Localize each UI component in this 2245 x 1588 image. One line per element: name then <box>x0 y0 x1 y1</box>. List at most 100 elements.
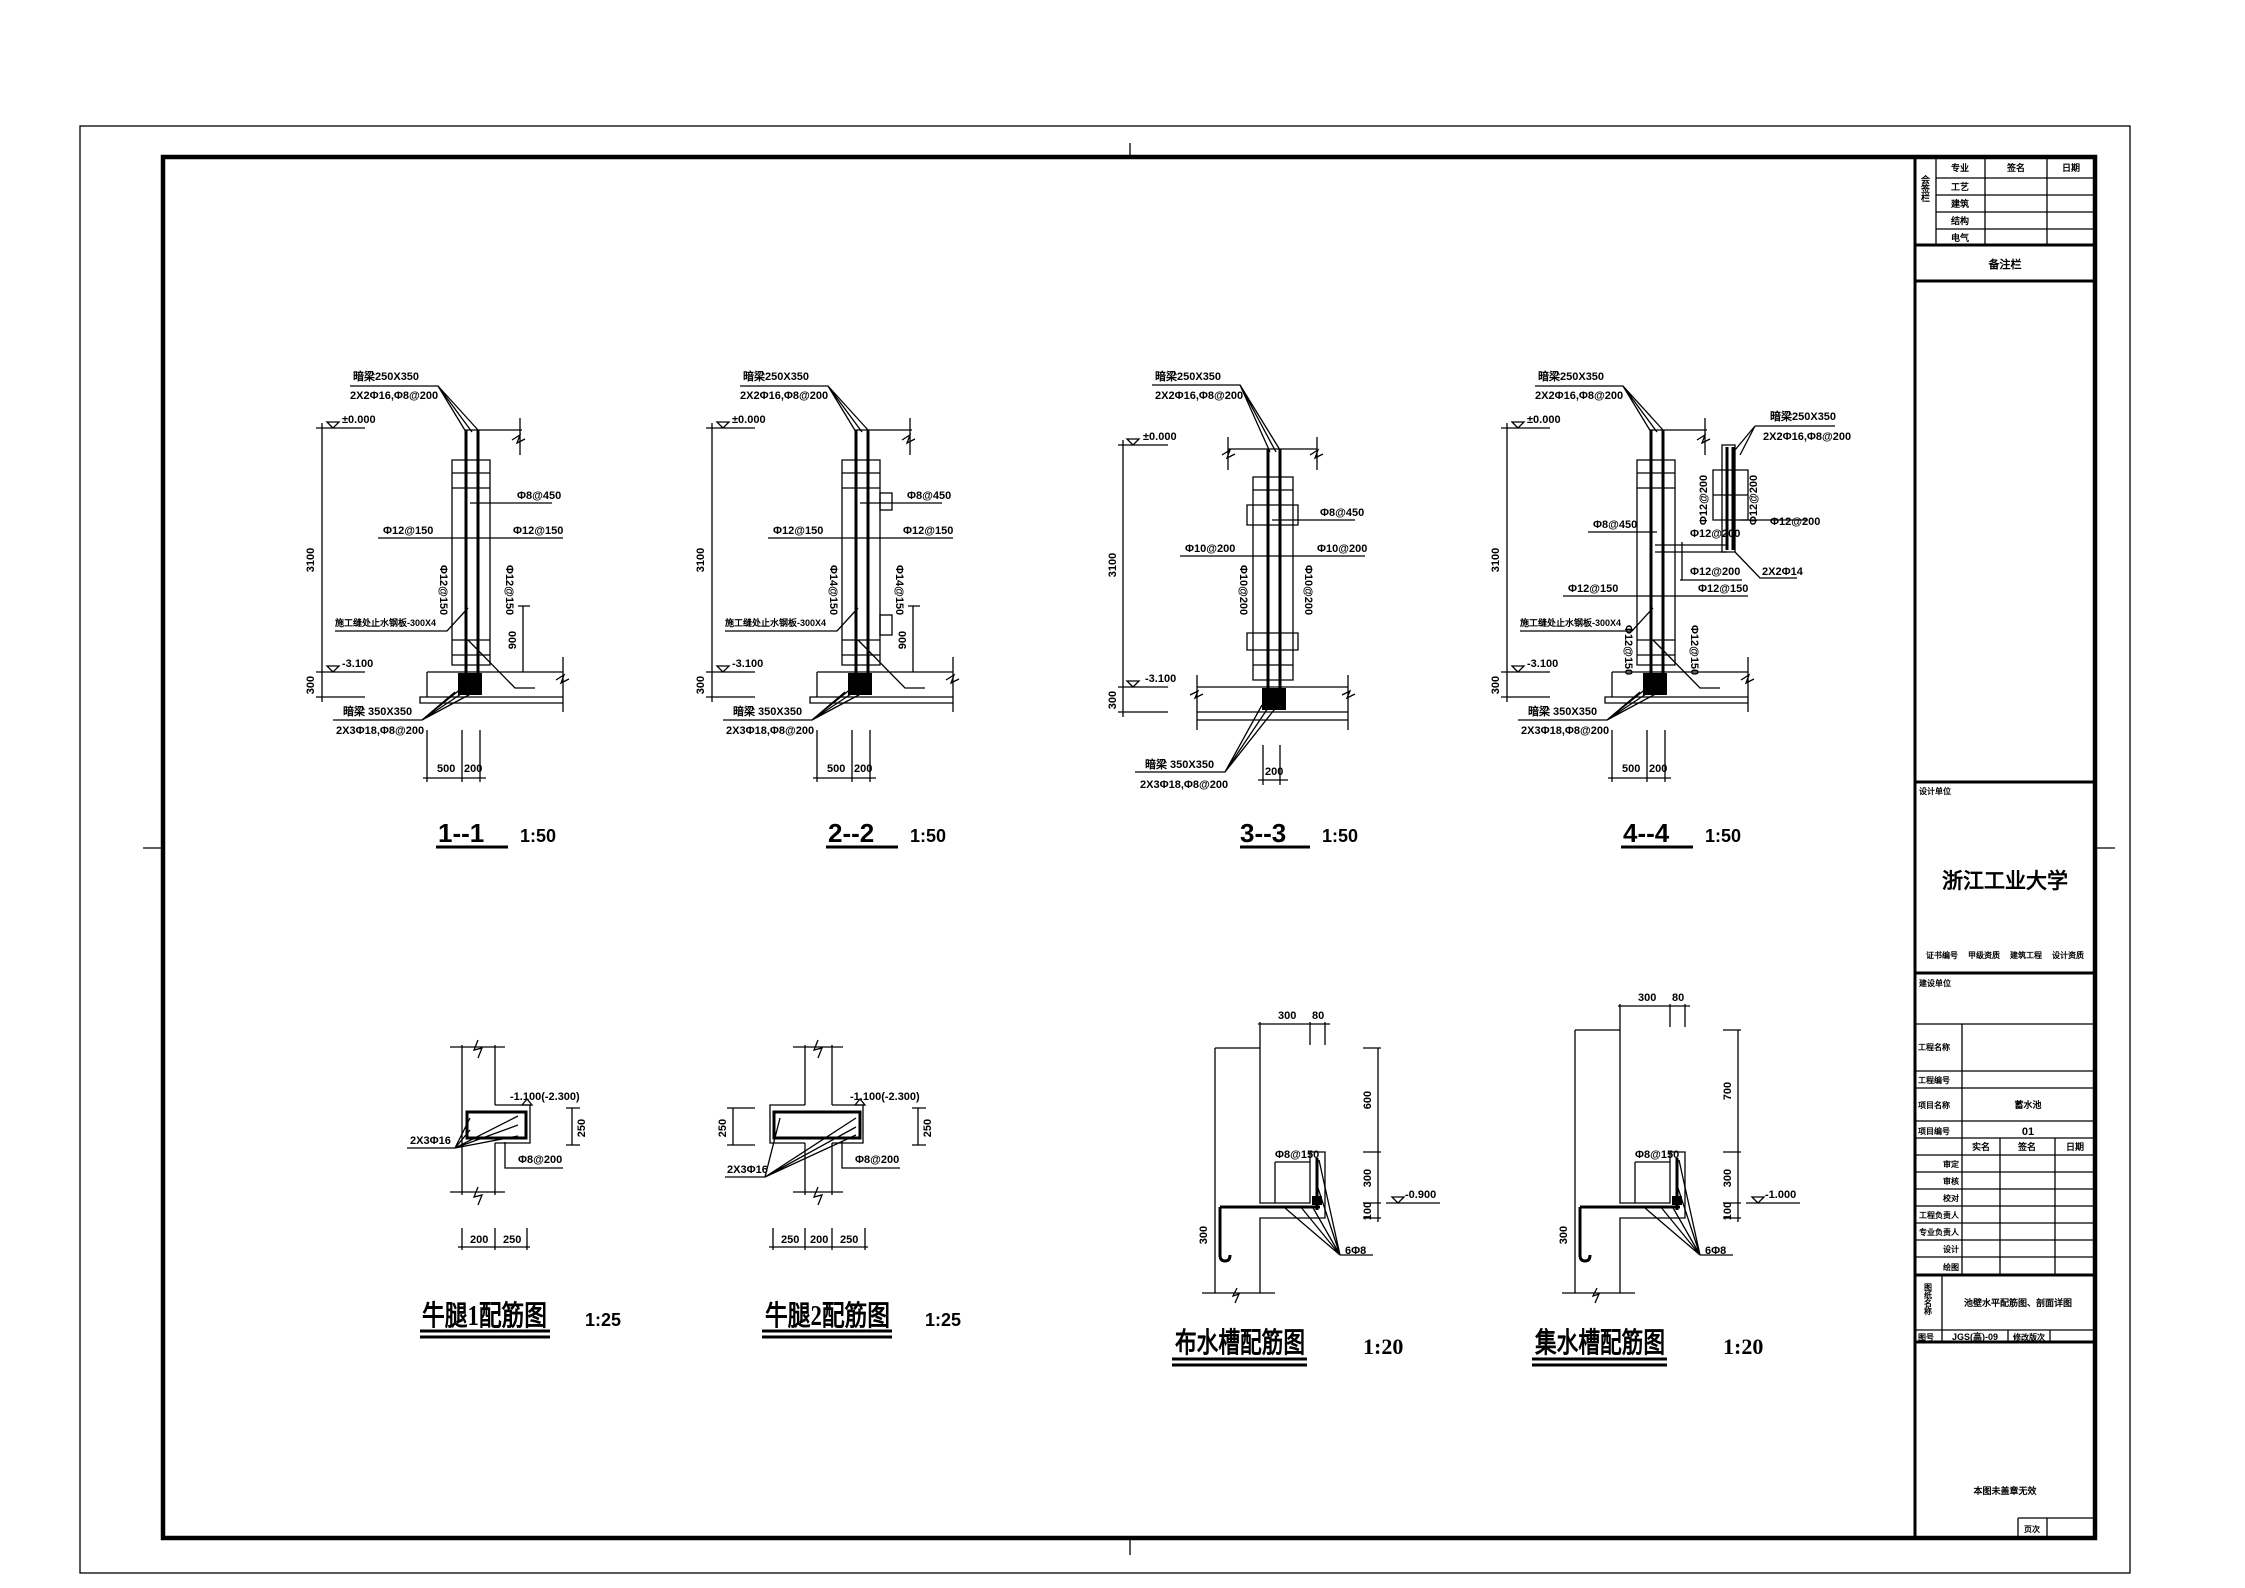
elevation-bottom: -3.100 <box>342 658 373 670</box>
trough-side-dim: 700 <box>1722 1082 1734 1100</box>
dim-label: 500 <box>827 763 845 775</box>
sign-header: 签名 <box>2017 1141 2036 1152</box>
role-label: 审核 <box>1943 1176 1959 1186</box>
height-dim: 3100 <box>1490 548 1502 572</box>
tie-label: Φ8@450 <box>907 490 951 502</box>
trough-side-dim: 100 <box>1362 1202 1374 1220</box>
horizontal-rebar-left: Φ12@150 <box>383 525 433 537</box>
bottom-beam-label: 暗梁 350X350 <box>1145 757 1214 771</box>
corbel-stirrup: Φ8@200 <box>518 1154 562 1166</box>
trough-dim: 300 <box>1638 992 1656 1004</box>
role-label: 审定 <box>1943 1159 1959 1169</box>
item-name-label: 项目名称 <box>1918 1100 1950 1110</box>
top-beam-label: 暗梁250X350 <box>743 369 809 383</box>
trough-side-dim: 300 <box>1362 1169 1374 1187</box>
top-beam-rebar-label: 2X2Φ16,Φ8@200 <box>1535 390 1623 402</box>
elevation-bottom: -3.100 <box>1145 673 1176 685</box>
tie-label: Φ8@450 <box>1593 519 1637 531</box>
side-beam-rebar-label: 2X2Φ16,Φ8@200 <box>1763 431 1851 443</box>
discipline: 电气 <box>1951 232 1969 243</box>
elevation-top: ±0.000 <box>732 414 766 426</box>
discipline: 工艺 <box>1951 181 1969 192</box>
rebar-label: 2X2Φ14 <box>1762 566 1804 578</box>
waterstop-label: 施工缝处止水钢板-300X4 <box>725 617 826 628</box>
base-dim: 300 <box>305 676 317 694</box>
base-dim: 300 <box>695 676 707 694</box>
dim-label: 200 <box>464 763 482 775</box>
vertical-rebar-left: Φ12@150 <box>1622 625 1634 675</box>
section-scale: 1:50 <box>1705 826 1741 846</box>
vertical-rebar-left: Φ10@200 <box>1237 565 1249 615</box>
rebar-label: Φ12@200 <box>1748 475 1760 525</box>
section-title: 4--4 <box>1623 818 1670 848</box>
section-scale: 1:50 <box>910 826 946 846</box>
bottom-beam-rebar-label: 2X3Φ18,Φ8@200 <box>1521 725 1609 737</box>
base-dim: 300 <box>1490 676 1502 694</box>
revision-label: 修改版次 <box>2012 1332 2045 1342</box>
role-label: 校对 <box>1943 1193 1959 1203</box>
rebar-label: Φ12@200 <box>1698 475 1710 525</box>
section-title: 3--3 <box>1240 818 1286 848</box>
design-unit-cert: 设计资质 <box>2052 950 2084 960</box>
page-label: 页次 <box>2024 1524 2040 1534</box>
role-label: 设计 <box>1943 1244 1959 1254</box>
elevation-top: ±0.000 <box>1143 431 1177 443</box>
tie-label: Φ8@450 <box>517 490 561 502</box>
project-no-label: 工程编号 <box>1918 1075 1950 1085</box>
trough-dim: 300 <box>1278 1010 1296 1022</box>
side-beam-label: 暗梁250X350 <box>1770 409 1836 423</box>
bottom-beam-label: 暗梁 350X350 <box>1528 704 1597 718</box>
top-beam-rebar-label: 2X2Φ16,Φ8@200 <box>350 390 438 402</box>
dim-label: 500 <box>1622 763 1640 775</box>
rebar-label: Φ12@200 <box>1770 516 1820 528</box>
trough-side-dim: 600 <box>1362 1091 1374 1109</box>
item-no-label: 项目编号 <box>1918 1126 1950 1136</box>
horizontal-rebar-right: Φ12@150 <box>513 525 563 537</box>
design-unit-name: 浙江工业大学 <box>1942 869 2068 893</box>
trough-side-dim: 300 <box>1722 1169 1734 1187</box>
corbel-2-detail: -1.100(-2.300) 250 250 2X3Φ16 Φ8@200 250… <box>717 1039 961 1339</box>
corbel-scale: 1:25 <box>925 1310 961 1330</box>
dim-label: 500 <box>437 763 455 775</box>
trough-elevation: -1.000 <box>1765 1189 1796 1201</box>
countersign-header: 日期 <box>2062 162 2080 173</box>
design-unit-label: 设计单位 <box>1919 786 1951 796</box>
drawing-name-label: 图纸名称 <box>1924 1283 1933 1316</box>
trough-side-dim: 100 <box>1722 1202 1734 1220</box>
corbel-title: 牛腿1配筋图 <box>422 1299 547 1332</box>
title-block: 会签栏 专业 签名 日期 工艺 建筑 结构 电气 备注栏 设计单位 浙江工业大学… <box>1913 157 2095 1538</box>
section-2: 暗梁250X350 2X2Φ16,Φ8@200 ±0.000 -3.100 31… <box>695 369 960 849</box>
center-marks <box>143 143 2115 1555</box>
section-4: 暗梁250X350 2X2Φ16,Φ8@200 ±0.000 -3.100 31… <box>1490 369 1755 849</box>
drawing-name-value: 池壁水平配筋图、剖面详图 <box>1964 1297 2072 1308</box>
trough-stirrup: Φ8@150 <box>1275 1149 1319 1161</box>
horizontal-rebar-left: Φ12@150 <box>1568 583 1618 595</box>
sign-header: 日期 <box>2066 1141 2084 1152</box>
trough-wall-dim: 300 <box>1558 1226 1570 1244</box>
top-beam-label: 暗梁250X350 <box>353 369 419 383</box>
waterstop-label: 施工缝处止水钢板-300X4 <box>335 617 436 628</box>
base-dim: 300 <box>1107 691 1119 709</box>
corbel-height-dim-right: 250 <box>922 1119 934 1137</box>
waterstop-label: 施工缝处止水钢板-300X4 <box>1520 617 1621 628</box>
corbel-elevation: -1.100(-2.300) <box>510 1091 580 1103</box>
vertical-rebar-left: Φ12@150 <box>437 565 449 615</box>
trough-bars: 6Φ8 <box>1705 1245 1726 1257</box>
corbel-main-rebar: 2X3Φ16 <box>410 1135 451 1147</box>
dim-label: 200 <box>854 763 872 775</box>
section-3: 暗梁250X350 2X2Φ16,Φ8@200 ±0.000 -3.100 31… <box>1107 369 1367 849</box>
vertical-rebar-right: Φ12@150 <box>1688 625 1700 675</box>
trough-scale: 1:20 <box>1363 1334 1403 1359</box>
bottom-beam-rebar-label: 2X3Φ18,Φ8@200 <box>1140 779 1228 791</box>
trough-title: 布水槽配筋图 <box>1175 1326 1305 1359</box>
height-dim: 3100 <box>305 548 317 572</box>
project-name-label: 工程名称 <box>1918 1042 1950 1052</box>
corbel-main-rebar: 2X3Φ16 <box>727 1164 768 1176</box>
bottom-beam-label: 暗梁 350X350 <box>343 704 412 718</box>
section-4-side-beam: 暗梁250X350 2X2Φ16,Φ8@200 Φ12@200 Φ12@200 … <box>1655 409 1851 581</box>
role-label: 绘图 <box>1943 1262 1959 1272</box>
corbel-dim: 250 <box>840 1234 858 1246</box>
trough-dim: 80 <box>1312 1010 1324 1022</box>
countersign-label: 会签栏 <box>1920 174 1931 203</box>
drawing-no-value: JGS(高)-09 <box>1952 1331 1998 1342</box>
